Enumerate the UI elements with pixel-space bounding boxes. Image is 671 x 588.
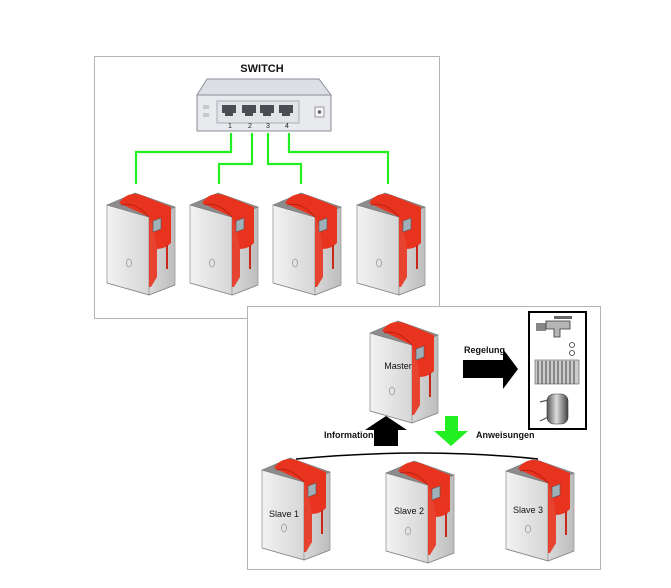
instructions-arrow — [434, 416, 468, 446]
cable-port-2 — [217, 133, 254, 184]
storage-tank-icon — [539, 393, 569, 425]
master-slave-diagram: Master Regelung — [261, 311, 587, 564]
bus-line — [295, 452, 539, 460]
slave-3-label: Slave 3 — [513, 505, 543, 515]
switch-network-diagram: SWITCH 1 2 3 4 — [106, 63, 426, 296]
port-label-4: 4 — [285, 123, 289, 130]
slave-2-label: Slave 2 — [394, 506, 424, 516]
control-arrow — [463, 349, 518, 389]
cable-port-3 — [266, 133, 303, 184]
information-arrow — [365, 416, 407, 446]
master-boiler-icon — [369, 320, 439, 424]
boiler-icon — [272, 192, 342, 296]
port-2-icon — [242, 105, 256, 116]
cable-port-1 — [134, 133, 233, 184]
switch-title: SWITCH — [240, 63, 283, 75]
port-label-1: 1 — [228, 123, 232, 130]
boiler-icon — [189, 192, 259, 296]
port-3-icon — [260, 105, 274, 116]
master-label: Master — [384, 361, 412, 371]
information-arrow-label: Information — [324, 430, 374, 440]
control-arrow-label: Regelung — [464, 345, 505, 355]
master-slave-panel: Master Regelung — [247, 306, 601, 570]
radiator-icon — [534, 359, 580, 385]
port-4-icon — [279, 105, 293, 116]
instructions-arrow-label: Anweisungen — [476, 430, 535, 440]
slave-1-label: Slave 1 — [269, 509, 299, 519]
network-cables — [134, 133, 390, 184]
consumers-box — [528, 311, 587, 430]
boiler-icon — [106, 192, 176, 296]
switch-network-panel: SWITCH 1 2 3 4 — [94, 56, 440, 319]
network-switch-icon — [196, 78, 332, 132]
port-1-icon — [222, 105, 236, 116]
water-tap-icon — [536, 316, 575, 356]
cable-port-4 — [287, 133, 390, 184]
port-label-3: 3 — [266, 123, 270, 130]
boiler-icon — [356, 192, 426, 296]
port-label-2: 2 — [248, 123, 252, 130]
